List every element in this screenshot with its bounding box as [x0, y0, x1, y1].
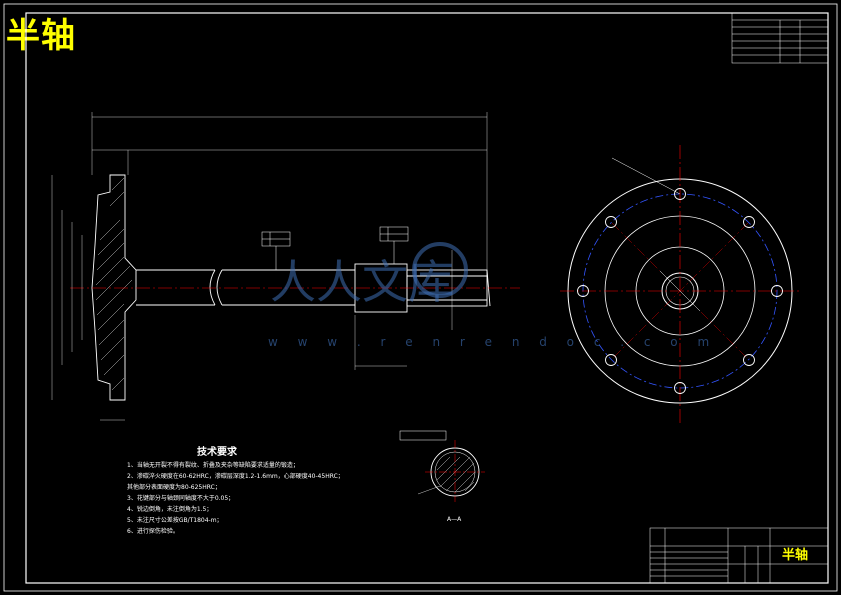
- tech-req-item-6: 5、未注尺寸公差按GB/T1804-m；: [127, 516, 223, 524]
- part-name-title: 半轴: [6, 16, 76, 56]
- watermark-text: 人人文库: [270, 255, 454, 309]
- section-label: A—A: [447, 516, 462, 523]
- section-a-a: A—A: [399, 430, 485, 523]
- dimension-lines: [51, 112, 488, 421]
- watermark-url: w w w . r e n r e n d o c . c o m: [268, 335, 717, 349]
- flange-side-view: [560, 145, 800, 425]
- tolerance-frames: [261, 226, 409, 270]
- tech-req-item-3: 其他部分表面硬度为80-625HRC；: [127, 483, 221, 491]
- watermark: 人人文库 w w w . r e n r e n d o c . c o m: [268, 242, 717, 349]
- tech-req-item-2: 2、渗碳淬火硬度在60-62HRC，渗碳层深度1.2-1.6mm，心部硬度40-…: [127, 472, 344, 480]
- bolt-holes: [577, 188, 783, 394]
- tech-req-item-4: 3、花键部分与轴颈同轴度不大于0.05；: [127, 494, 234, 502]
- title-block-part-name: 半轴: [782, 547, 808, 563]
- title-block: [649, 527, 829, 584]
- tech-req-item-7: 6、进行探伤检验。: [127, 527, 179, 535]
- tech-req-item-5: 4、锐边倒角，未注倒角为1.5；: [127, 505, 212, 513]
- inner-frame: [25, 12, 829, 584]
- outer-frame: [3, 3, 838, 592]
- tech-requirements-title: 技术要求: [197, 445, 238, 458]
- shaft-front-view: [91, 174, 491, 401]
- tech-req-item-1: 1、当轴无开裂不得有裂纹、折叠及夹杂等缺陷要求适量的锻造；: [127, 461, 299, 469]
- parameter-table: [731, 12, 829, 64]
- tech-requirements: 技术要求 1、当轴无开裂不得有裂纹、折叠及夹杂等缺陷要求适量的锻造； 2、渗碳淬…: [127, 445, 344, 535]
- flange-hatching: [95, 177, 133, 391]
